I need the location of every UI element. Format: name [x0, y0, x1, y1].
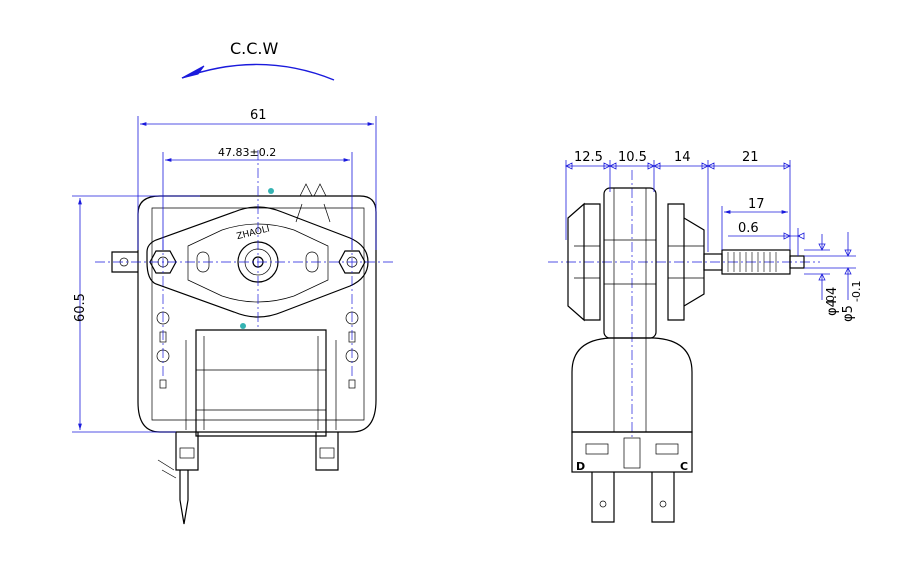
- spade-terminal-left: [591, 472, 615, 523]
- dimension-height: 60.5: [72, 195, 200, 433]
- front-view: ZHAOLI: [72, 108, 395, 525]
- terminal-window: [319, 447, 335, 459]
- brand-marking: ZHAOLI: [236, 224, 271, 242]
- rotation-arrow: [181, 63, 335, 81]
- terminal-label-right: C: [680, 460, 688, 473]
- terminal-bottom-left: [175, 432, 199, 471]
- segment-label: 12.5: [574, 150, 603, 165]
- frame-inner: [151, 207, 365, 421]
- dimension-width: 61: [137, 108, 377, 250]
- knurl-pattern: [727, 252, 777, 272]
- frame-slot: [348, 379, 356, 389]
- frame-body: [137, 195, 377, 433]
- terminal-block: [571, 431, 693, 473]
- ground-lead: [179, 470, 189, 525]
- front-bracket-detail: [668, 245, 704, 279]
- spade-terminal-right: [651, 472, 675, 523]
- segment-label: 10.5: [618, 150, 647, 165]
- back-bracket-plate: [584, 203, 601, 321]
- hole-spacing-label: 47.83±0.2: [218, 146, 276, 159]
- front-bracket: [667, 203, 685, 321]
- dimension-diameters: φ4.4 φ5 0 -0.1: [804, 232, 863, 322]
- coil-winding: [185, 340, 337, 430]
- width-label: 61: [250, 108, 267, 123]
- coil-inner: [203, 336, 319, 430]
- bearing-tol-upper: 0: [824, 295, 837, 302]
- coil-core: [613, 337, 647, 433]
- height-label: 60.5: [73, 293, 88, 322]
- lead-wires-top: [299, 183, 327, 197]
- coil-housing: [571, 337, 693, 433]
- stator-stack: [603, 187, 657, 339]
- back-bracket-detail: [574, 245, 600, 279]
- rotation-indicator: C.C.W: [181, 39, 335, 81]
- dimension-shaft-length: 17: [721, 197, 788, 250]
- dimension-shaft-flat: 0.6: [728, 221, 805, 256]
- rotation-label: C.C.W: [230, 39, 279, 58]
- marker-dot-bottom: [240, 323, 246, 329]
- dimension-hole-spacing: 47.83±0.2: [162, 146, 353, 250]
- rotation-arrowhead: [181, 65, 205, 79]
- shaft-tip: [789, 255, 805, 269]
- bracket-recess: [187, 223, 329, 303]
- lead-wires-mid: [295, 203, 331, 223]
- segment-label: 21: [742, 150, 759, 165]
- shaft-diameter-label: φ4.4: [825, 287, 840, 316]
- lead-bend: [157, 459, 177, 479]
- bearing-tol-lower: -0.1: [850, 281, 863, 302]
- shaft-flat-label: 0.6: [738, 221, 759, 236]
- terminal-window: [179, 447, 195, 459]
- dimension-segments: 12.5 10.5 14 21: [565, 150, 791, 252]
- side-view: D C 12.5 10.5 14 21 17: [548, 150, 863, 523]
- stator-lines: [604, 188, 656, 338]
- frame-slot: [159, 379, 167, 389]
- shaft-length-label: 17: [748, 197, 765, 212]
- spade-hole: [659, 500, 667, 508]
- coil-bobbin: [195, 329, 327, 437]
- segment-label: 14: [674, 150, 691, 165]
- marker-dot-top: [268, 188, 274, 194]
- bearing-diameter-label: φ5: [841, 305, 856, 322]
- terminal-tab-left: [111, 251, 138, 273]
- terminal-window-left: [585, 443, 609, 455]
- terminal-bottom-right: [315, 432, 339, 471]
- terminal-window-right: [655, 443, 679, 455]
- terminal-label-left: D: [576, 460, 585, 473]
- spade-hole: [599, 500, 607, 508]
- terminal-center-post: [623, 437, 641, 469]
